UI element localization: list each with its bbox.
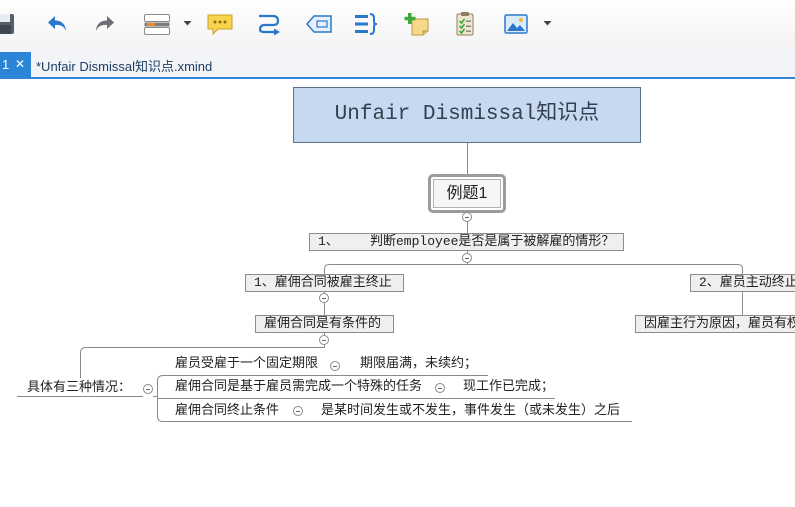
collapse-toggle[interactable] (330, 361, 340, 371)
topic-case-result[interactable]: 现工作已完成； (463, 379, 555, 394)
topic-branch-1-child[interactable]: 雇佣合同是有条件的 (255, 315, 394, 333)
tab-previous[interactable]: 1 ✕ (0, 52, 31, 77)
collapse-toggle[interactable] (293, 406, 303, 416)
tab-underline (0, 77, 795, 79)
close-icon[interactable]: ✕ (15, 57, 26, 71)
relationship-icon[interactable] (255, 10, 283, 38)
save-icon[interactable] (0, 10, 16, 38)
collapse-toggle[interactable] (319, 293, 329, 303)
central-topic[interactable]: Unfair Dismissal知识点 (293, 87, 641, 143)
collapse-toggle[interactable] (435, 383, 445, 393)
topic-case-result[interactable]: 期限届满，未续约； (360, 356, 478, 371)
topic-branch-2[interactable]: 2、雇员主动终止 (690, 274, 795, 292)
chevron-down-icon[interactable] (183, 19, 192, 28)
tab-label: *Unfair Dismissal知识点.xmind (36, 59, 213, 74)
boundary-icon[interactable] (305, 10, 333, 38)
toolbar (0, 0, 795, 48)
topic-case-condition[interactable]: 雇员受雇于一个固定期限 (175, 356, 319, 371)
tab-label: 1 (2, 57, 10, 72)
topic-example[interactable]: 例题1 (428, 174, 506, 213)
task-icon[interactable] (452, 10, 478, 38)
connector (80, 345, 325, 378)
topic-branch-1[interactable]: 1、雇佣合同被雇主终止 (245, 274, 404, 292)
redo-icon[interactable] (92, 10, 118, 38)
tab-active-file[interactable]: *Unfair Dismissal知识点.xmind (31, 51, 213, 77)
collapse-toggle[interactable] (143, 384, 153, 394)
chevron-down-icon[interactable] (543, 19, 552, 28)
summary-icon[interactable] (352, 10, 380, 38)
add-note-icon[interactable] (403, 10, 431, 38)
collapse-toggle[interactable] (462, 253, 472, 263)
topic-question[interactable]: 1、 判断employee是否是属于被解雇的情形？ (309, 233, 624, 251)
topic-case-condition[interactable]: 雇佣合同是基于雇员需完成一个特殊的任务 (175, 379, 423, 394)
structure-icon[interactable] (142, 10, 172, 38)
callout-icon[interactable] (206, 10, 234, 38)
topic-case-condition[interactable]: 雇佣合同终止条件 (175, 403, 280, 418)
topic-cases-label[interactable]: 具体有三种情况： (27, 380, 132, 395)
undo-icon[interactable] (44, 10, 70, 38)
connector (324, 264, 743, 274)
collapse-toggle[interactable] (319, 335, 329, 345)
tab-strip (0, 48, 795, 77)
topic-case-result[interactable]: 是某时间发生或不发生，事件发生（或未发生）之后 (321, 403, 621, 418)
collapse-toggle[interactable] (462, 212, 472, 222)
topic-branch-2-child[interactable]: 因雇主行为原因，雇员有权 (635, 315, 795, 333)
image-icon[interactable] (502, 10, 530, 38)
